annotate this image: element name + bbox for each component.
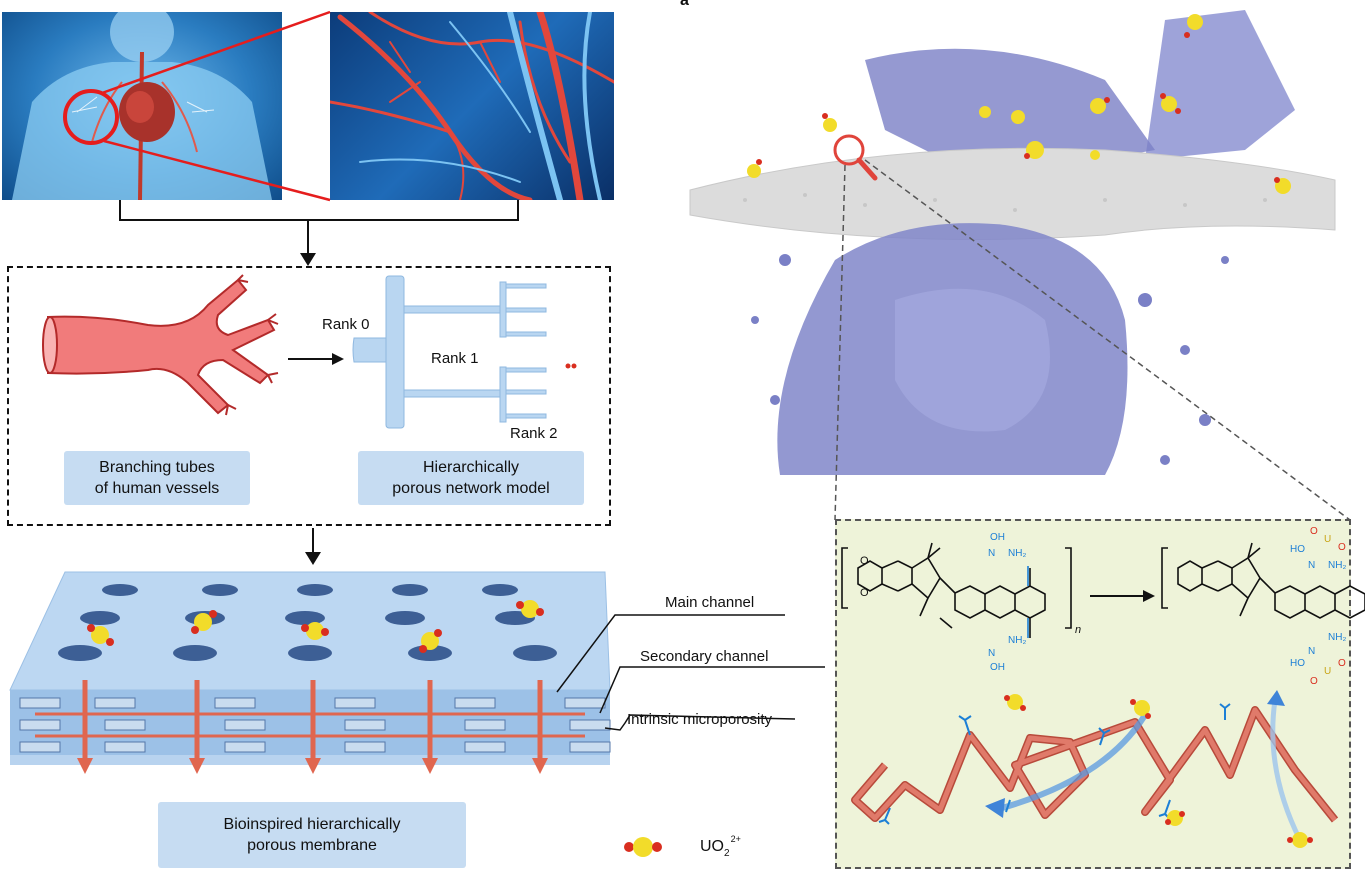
repeat-unit-n-left: n <box>1075 624 1081 636</box>
model-caption-line1: Hierarchically <box>422 459 520 476</box>
ion-sup: 2+ <box>730 834 741 844</box>
nh2-label-left-bottom: NH₂ <box>1008 635 1026 646</box>
uranyl-legend-icon <box>624 837 662 857</box>
pim-structures: O O n OH NH₂ N NH₂ N OH HO NH₂ N NH₂ N HO… <box>841 526 1365 687</box>
n-label-left-bottom: N <box>988 648 995 659</box>
chemistry-inset <box>835 519 1351 869</box>
svg-text:O: O <box>860 555 869 567</box>
zoom-connector <box>63 10 331 202</box>
ho-label-right-bottom: HO <box>1290 658 1305 669</box>
vessel-network <box>330 12 614 200</box>
vessels-caption-line1: Branching tubes <box>99 459 215 476</box>
oh-label-left-bottom: OH <box>990 662 1005 673</box>
magnifier-icon <box>833 134 878 181</box>
branching-vessel-drawing <box>42 274 279 416</box>
uranyl-legend-label: UO22+ <box>700 834 741 859</box>
model-caption: Hierarchically porous network model <box>358 451 584 505</box>
n-label-right-bottom: N <box>1308 646 1315 657</box>
ion-sub: 2 <box>724 848 730 859</box>
membrane-block <box>9 571 611 774</box>
uranyl-ions-on-chain <box>1004 694 1313 848</box>
model-arrow <box>288 353 344 365</box>
intrinsic-microporosity-label: Intrinsic microporosity <box>627 711 773 728</box>
membrane-caption-line2: porous membrane <box>247 837 377 854</box>
ho-label-right-top: HO <box>1290 544 1305 555</box>
membrane-caption-line1: Bioinspired hierarchically <box>223 816 401 833</box>
membrane-caption: Bioinspired hierarchically porous membra… <box>158 802 466 868</box>
membrane-leaders <box>556 614 825 731</box>
network-model-drawing <box>352 275 577 429</box>
u-label-top: U <box>1324 534 1331 545</box>
n-label-right-top: N <box>1308 560 1315 571</box>
vessels-caption-line2: of human vessels <box>94 480 220 497</box>
model-dashed-box <box>7 266 611 526</box>
nh2-label-right-top: NH₂ <box>1328 560 1346 571</box>
svg-text:O: O <box>860 587 869 599</box>
polymer-chain-drawing <box>851 690 1339 848</box>
nh2-label-left-top: NH₂ <box>1008 548 1026 559</box>
ion-base: UO <box>700 838 724 855</box>
main-channel-label: Main channel <box>665 594 755 611</box>
uranyl-ions-on-membrane <box>87 600 544 653</box>
o-label-bottom-1: O <box>1310 676 1318 687</box>
u-label-bottom: U <box>1324 666 1331 677</box>
uranyl-ions-3d <box>747 14 1291 194</box>
flow-arrows <box>119 200 519 565</box>
vessels-caption: Branching tubes of human vessels <box>64 451 250 505</box>
vessel-zoom-image <box>330 12 614 200</box>
panel-letter: a <box>680 0 689 9</box>
secondary-channel-label: Secondary channel <box>640 648 769 665</box>
molecular-render <box>689 10 1351 521</box>
n-label-left-top: N <box>988 548 995 559</box>
rank2-label: Rank 2 <box>510 425 558 442</box>
oh-label-left-top: OH <box>990 532 1005 543</box>
o-label-bottom-2: O <box>1338 658 1346 669</box>
rank0-label: Rank 0 <box>322 316 370 333</box>
o-label-top-2: O <box>1338 542 1346 553</box>
nh2-label-right-bottom: NH₂ <box>1328 632 1346 643</box>
rank1-label: Rank 1 <box>431 350 479 367</box>
model-caption-line2: porous network model <box>392 480 550 497</box>
o-label-top-1: O <box>1310 526 1318 537</box>
